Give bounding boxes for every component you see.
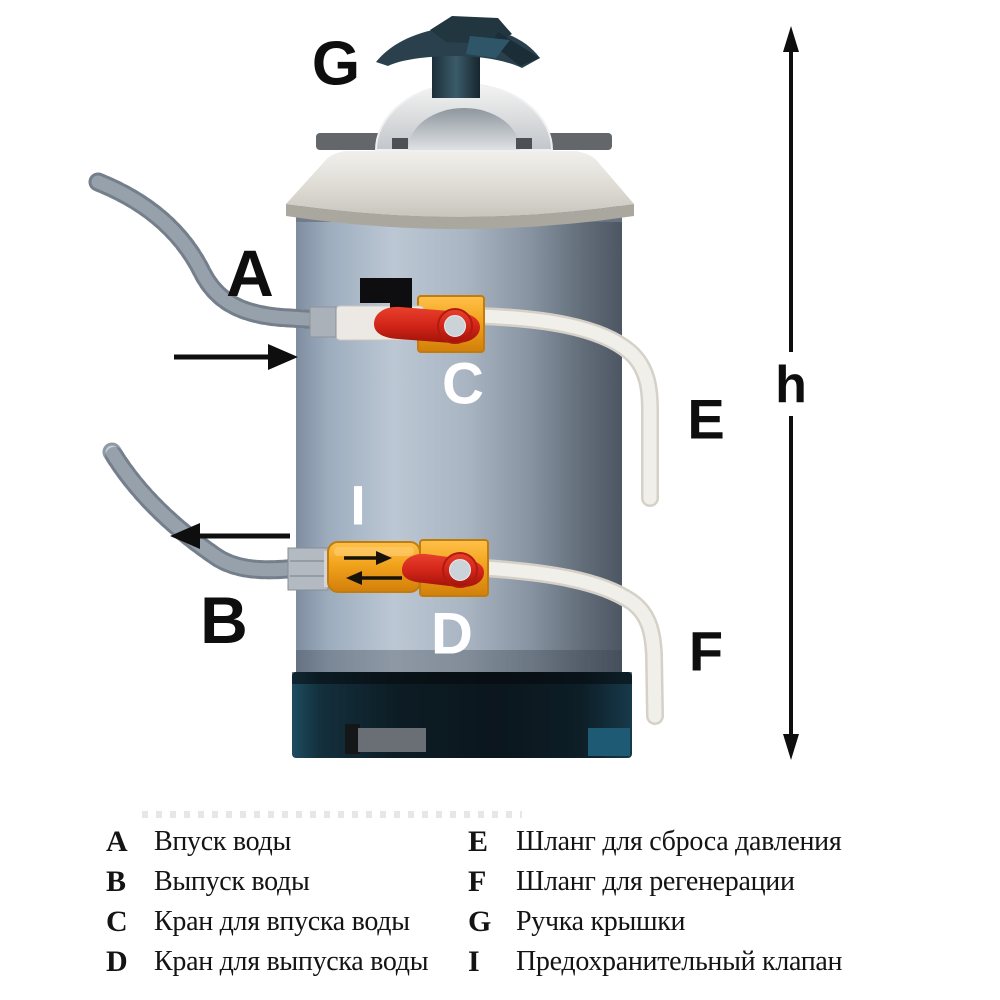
regeneration-hose <box>475 559 664 725</box>
base-gray-block <box>358 728 426 752</box>
height-arrowhead-down-icon <box>783 734 799 760</box>
label-f: F <box>689 620 723 683</box>
label-i: I <box>350 474 366 537</box>
legend-row: I Предохранительный клапан <box>468 942 843 982</box>
label-b: B <box>200 583 248 657</box>
dome-arch-inner <box>408 108 520 150</box>
hose-a-inner <box>91 175 327 327</box>
hose-a-braid-texture <box>88 172 330 330</box>
legend-text: Кран для впуска воды <box>154 906 410 937</box>
lid-cone <box>286 151 634 217</box>
hose-f-tube <box>477 561 662 723</box>
handle-top-knob <box>430 16 512 44</box>
handle-stem <box>432 52 480 98</box>
base-shell <box>292 672 632 758</box>
flow-direction-marks <box>344 551 402 585</box>
hose-b-braid-texture <box>102 442 308 580</box>
label-g: G <box>312 30 360 99</box>
legend-text: Впуск воды <box>154 826 291 857</box>
mark-left-arrowhead-icon <box>346 571 362 585</box>
legend-text: Выпуск воды <box>154 866 310 897</box>
legend-row: D Кран для выпуска воды <box>106 942 429 982</box>
base-top-lip <box>292 672 632 684</box>
legend-row: C Кран для впуска воды <box>106 902 428 942</box>
label-a: A <box>226 236 274 310</box>
pressure-relief-hose <box>469 307 659 507</box>
legend-key: I <box>468 945 480 978</box>
valve-c-hose-fitting <box>309 306 337 338</box>
label-height: h <box>775 356 807 414</box>
watermark-artifact <box>142 811 522 818</box>
legend-column-right: E Шланг для сброса давления F Шланг для … <box>468 822 843 982</box>
lid-handle <box>376 16 540 98</box>
legend-row: G Ручка крышки <box>468 902 842 942</box>
legend-column-left: A Впуск воды B Выпуск воды C Кран для вп… <box>106 822 429 982</box>
legend-row: A Впуск воды <box>106 822 428 862</box>
outlet-valve <box>287 539 489 597</box>
hose-e-tube <box>471 309 657 505</box>
outlet-hose <box>102 442 308 580</box>
legend-row: E Шланг для сброса давления <box>468 822 842 862</box>
valve-c-black-connector <box>360 278 412 312</box>
legend-text: Шланг для сброса давления <box>516 826 842 857</box>
handle-teal-facet <box>466 36 510 58</box>
legend-key: C <box>106 905 128 938</box>
inlet-hose <box>88 172 330 330</box>
legend-row: B Выпуск воды <box>106 862 428 902</box>
tank-cylinder <box>296 206 622 684</box>
label-d: D <box>431 602 473 667</box>
legend-text: Шланг для регенерации <box>516 866 795 897</box>
legend-row: F Шланг для регенерации <box>468 862 842 902</box>
softener-diagram: h G A B C D E F I <box>88 16 807 760</box>
legend-key: E <box>468 825 489 858</box>
valve-c-hub-pin <box>444 315 466 337</box>
hose-b-inner <box>105 445 305 577</box>
flow-out-arrow <box>170 523 290 549</box>
legend-key: F <box>468 865 487 898</box>
legend-text: Кран для выпуска воды <box>154 946 429 977</box>
legend-key: G <box>468 905 492 938</box>
label-e: E <box>687 388 724 451</box>
lid-rim <box>286 204 634 229</box>
tank-base <box>292 672 632 758</box>
dome-foot-left <box>392 138 408 149</box>
base-teal-patch <box>588 728 630 756</box>
height-arrow: h <box>775 26 807 760</box>
label-c: C <box>442 352 484 417</box>
dome-foot-right <box>516 138 532 149</box>
mark-right-arrowhead-icon <box>376 551 392 565</box>
legend-key: B <box>106 865 127 898</box>
valve-d-hub-pin <box>449 559 471 581</box>
height-arrowhead-up-icon <box>783 26 799 52</box>
inlet-valve <box>309 278 485 353</box>
base-notch <box>345 724 360 754</box>
legend-text: Предохранительный клапан <box>516 946 843 977</box>
flow-in-arrowhead-icon <box>268 344 298 370</box>
legend-key: D <box>106 945 128 978</box>
safety-valve-highlight <box>334 547 414 556</box>
legend-key: A <box>106 825 128 858</box>
legend-text: Ручка крышки <box>516 906 686 937</box>
safety-valve <box>327 541 421 593</box>
flow-in-arrow <box>174 344 298 370</box>
valve-d-hex-fitting <box>287 547 329 591</box>
flow-out-arrowhead-icon <box>170 523 200 549</box>
